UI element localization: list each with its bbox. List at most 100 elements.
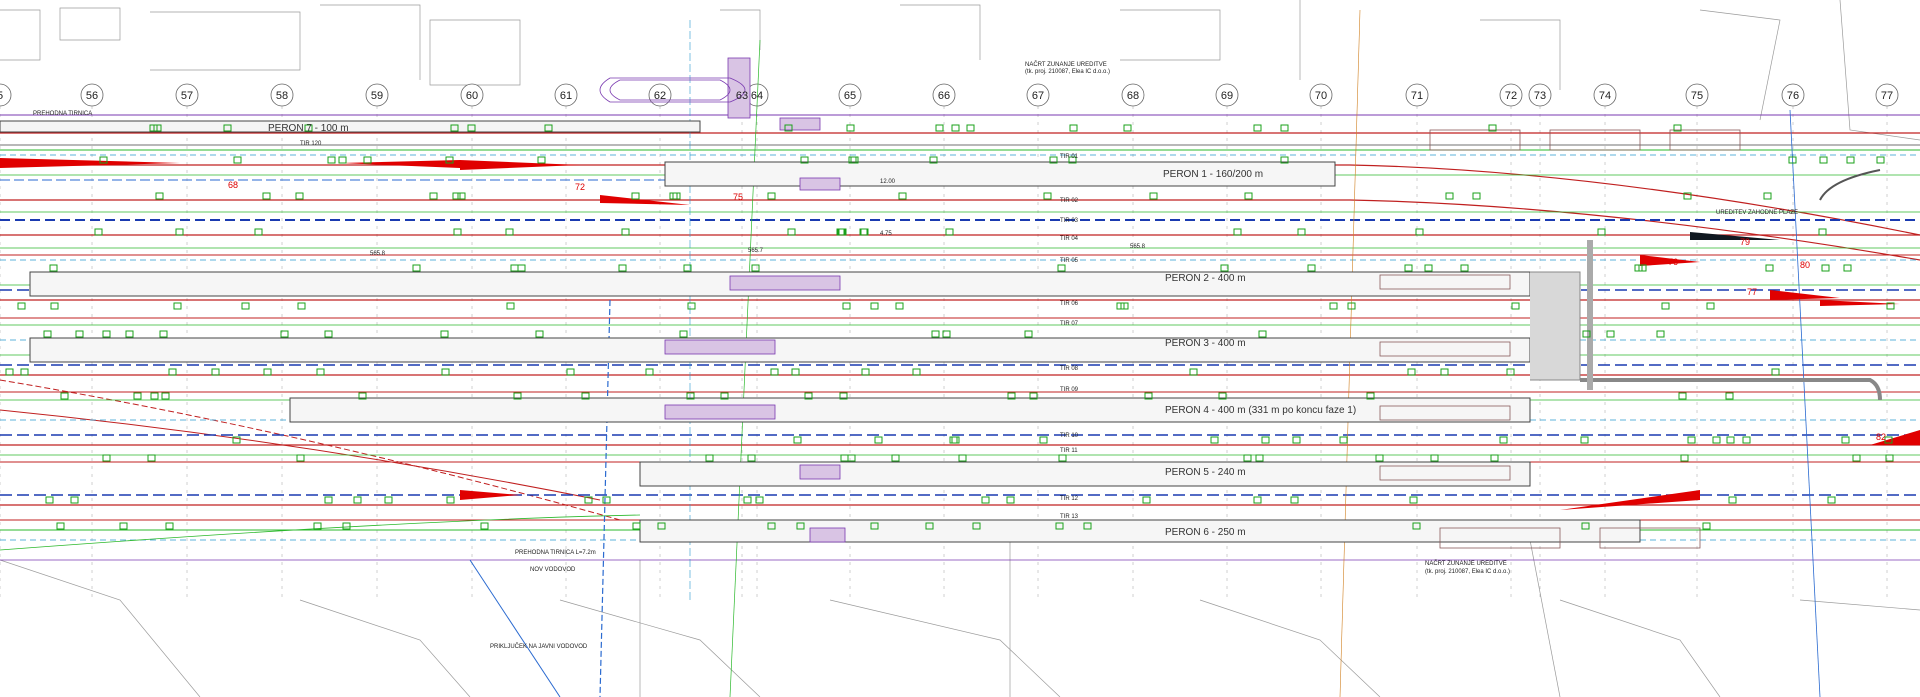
equipment-marker: [119, 522, 128, 530]
equipment-marker: [453, 228, 462, 236]
equipment-marker: [1029, 392, 1038, 400]
equipment-marker: [60, 392, 69, 400]
equipment-marker: [1852, 454, 1861, 462]
equipment-marker: [1253, 496, 1262, 504]
equipment-marker: [50, 302, 59, 310]
equipment-marker: [150, 392, 159, 400]
equipment-marker: [1412, 522, 1421, 530]
equipment-marker: [513, 392, 522, 400]
station-label: 77: [1881, 90, 1893, 102]
platform-detail-rects: [1379, 129, 1741, 549]
equipment-marker: [720, 392, 729, 400]
equipment-marker: [1680, 454, 1689, 462]
equipment-marker: [70, 496, 79, 504]
equipment-marker: [452, 192, 461, 200]
equipment-marker: [935, 124, 944, 132]
equipment-marker: [304, 124, 313, 132]
note-prikljucek: PRIKLJUČEK NA JAVNI VODOVOD: [490, 643, 588, 650]
equipment-marker: [506, 302, 515, 310]
equipment-marker: [631, 192, 640, 200]
equipment-marker: [1430, 454, 1439, 462]
station-labels: 5565758596061626364656667686970717273747…: [0, 90, 1893, 102]
equipment-marker: [618, 264, 627, 272]
track-label: TIR 01: [1060, 154, 1079, 160]
station-label: 56: [86, 90, 98, 102]
station-label: 66: [938, 90, 950, 102]
equipment-marker: [429, 192, 438, 200]
platform-6-label: PERON 6 - 250 m: [1165, 527, 1246, 538]
equipment-marker: [173, 302, 182, 310]
equipment-marker: [43, 330, 52, 338]
station-label: 63: [736, 90, 748, 102]
equipment-marker: [1706, 302, 1715, 310]
track-label: TIR 10: [1060, 433, 1079, 439]
station-label: 57: [181, 90, 193, 102]
equipment-marker: [747, 454, 756, 462]
station-label: 61: [560, 90, 572, 102]
equipment-marker: [324, 330, 333, 338]
equipment-marker: [1144, 392, 1153, 400]
equipment-marker: [1307, 264, 1316, 272]
equipment-marker: [254, 228, 263, 236]
equipment-marker: [147, 454, 156, 462]
equipment-marker: [75, 330, 84, 338]
note-prehodna-bottom: PREHODNA TIRNICA L=7.2m: [515, 550, 596, 556]
equipment-marker: [931, 330, 940, 338]
equipment-marker: [480, 522, 489, 530]
note-nacrt-top: NAČRT ZUNANJE UREDITVE: [1025, 61, 1107, 68]
equipment-marker: [1280, 156, 1289, 164]
platform-1-label: PERON 1 - 160/200 m: [1163, 169, 1263, 180]
equipment-marker: [1884, 436, 1893, 444]
equipment-marker: [338, 156, 347, 164]
equipment-marker: [1876, 156, 1885, 164]
equipment-marker: [838, 228, 847, 236]
equipment-marker: [1886, 302, 1895, 310]
equipment-marker: [211, 368, 220, 376]
equipment-marker: [1445, 192, 1454, 200]
platform-labels: PERON 7 - 100 m PERON 1 - 160/200 m PERO…: [268, 123, 1356, 538]
equipment-marker: [1742, 436, 1751, 444]
equipment-marker: [1827, 496, 1836, 504]
equipment-marker: [1841, 436, 1850, 444]
equipment-marker: [295, 192, 304, 200]
chainage-label: 68: [228, 180, 238, 190]
equipment-marker: [1763, 192, 1772, 200]
equipment-marker: [951, 124, 960, 132]
chainage-label: 72: [575, 182, 585, 192]
note-vodovod: NOV VODOVOD: [530, 567, 576, 573]
equipment-marker: [384, 496, 393, 504]
station-label: 58: [276, 90, 288, 102]
equipment-marker: [687, 302, 696, 310]
equipment-marker: [535, 330, 544, 338]
equipment-marker: [1006, 496, 1015, 504]
platform-1: [664, 161, 1336, 187]
dimension-labels: 12.00 4.75 565.7 565.8 565.8: [370, 179, 1146, 257]
equipment-marker: [1488, 124, 1497, 132]
track-label: TIR 02: [1060, 198, 1079, 204]
equipment-marker: [791, 368, 800, 376]
equipment-marker: [1506, 368, 1515, 376]
station-label: 72: [1505, 90, 1517, 102]
equipment-marker: [1347, 302, 1356, 310]
equipment-marker: [1366, 392, 1375, 400]
chainage-label: 76: [1668, 257, 1678, 267]
track-label: TIR 08: [1060, 366, 1079, 372]
station-label: 5: [0, 90, 3, 102]
equipment-marker: [412, 264, 421, 272]
equipment-marker: [49, 264, 58, 272]
equipment-marker: [686, 392, 695, 400]
equipment-marker: [232, 436, 241, 444]
equipment-marker: [847, 454, 856, 462]
equipment-marker: [891, 454, 900, 462]
equipment-marker: [1244, 192, 1253, 200]
equipment-marker: [1068, 156, 1077, 164]
equipment-marker: [233, 156, 242, 164]
equipment-marker: [1771, 368, 1780, 376]
station-label: 71: [1411, 90, 1423, 102]
equipment-marker: [645, 368, 654, 376]
equipment-marker: [966, 124, 975, 132]
equipment-marker: [958, 454, 967, 462]
track-label: TIR 06: [1060, 301, 1079, 307]
equipment-marker: [1210, 436, 1219, 444]
